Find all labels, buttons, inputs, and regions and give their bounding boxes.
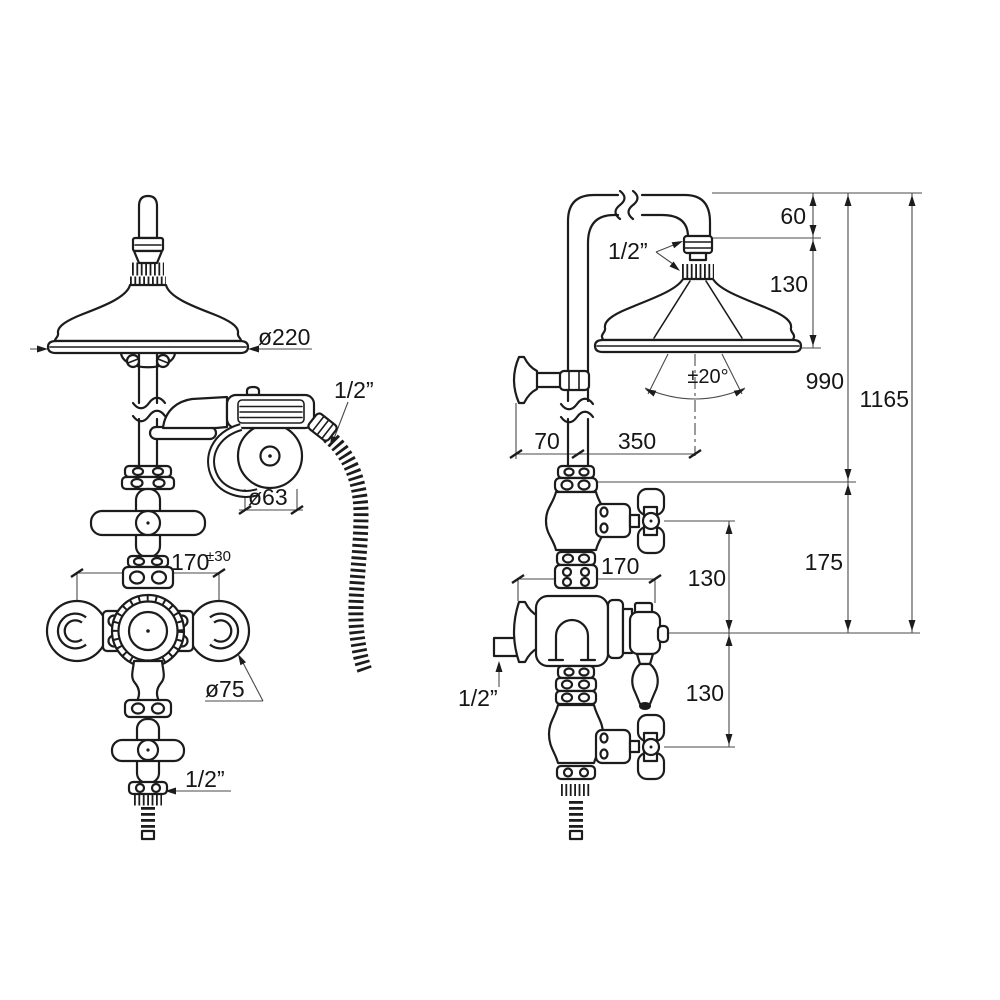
dim-990: 990: [806, 368, 844, 394]
shutoff-valve-side: [547, 664, 666, 841]
dim-130-lower: 130: [686, 680, 724, 706]
right-escutcheon: [187, 599, 251, 663]
dim-130-head: 130: [770, 271, 808, 297]
diverter-valve-side: [544, 464, 666, 590]
wall-bracket: [512, 355, 591, 405]
dim-inlet-tolerance: ±30: [206, 548, 231, 565]
side-view: [492, 189, 803, 841]
dim-175: 175: [805, 549, 843, 575]
dim-1165: 1165: [860, 386, 909, 412]
dim-inlet-spacing: 170: [171, 549, 209, 575]
overhead-shower-front: [53, 283, 243, 343]
overhead-shower-side: [600, 277, 796, 342]
dim-head-diameter: ø220: [258, 324, 310, 350]
hand-shower: [148, 385, 373, 674]
handshower-hose: [323, 430, 373, 674]
temperature-knob-side: [628, 610, 662, 656]
spray-cone: [644, 353, 746, 456]
front-riser-pipe: [137, 351, 159, 468]
side-riser-pipe: [566, 193, 712, 469]
dim-holder-diameter: ø63: [248, 484, 288, 510]
left-escutcheon: [45, 599, 109, 663]
dimension-arrows: [37, 195, 916, 795]
front-view: [45, 194, 373, 841]
thermostatic-mixer-front: [45, 593, 251, 719]
dim-60: 60: [780, 203, 806, 229]
dim-70: 70: [534, 428, 560, 454]
thermostatic-mixer-side: [492, 594, 670, 710]
lever-handle: [631, 662, 659, 706]
dim-handshower-connection: 1/2”: [334, 377, 374, 403]
dim-130-upper: 130: [688, 565, 726, 591]
dim-bottom-connection: 1/2”: [185, 766, 225, 792]
head-bracket: [119, 351, 177, 369]
shutoff-valve-front: [110, 717, 186, 841]
dimension-labels: ø220 1/2” ø63 170 ±30 ø75 1/2” 1/2” 60 1…: [171, 203, 909, 792]
dim-escutcheon-diameter: ø75: [205, 676, 245, 702]
dim-170-depth: 170: [601, 553, 639, 579]
head-connector: [682, 234, 714, 278]
dim-spray-angle: ±20°: [687, 366, 728, 388]
dim-inlet-connection: 1/2”: [458, 685, 498, 711]
dim-350: 350: [618, 428, 656, 454]
front-valve-column: [89, 464, 207, 590]
dim-head-connection: 1/2”: [608, 238, 648, 264]
front-top-pipe: [137, 194, 159, 240]
